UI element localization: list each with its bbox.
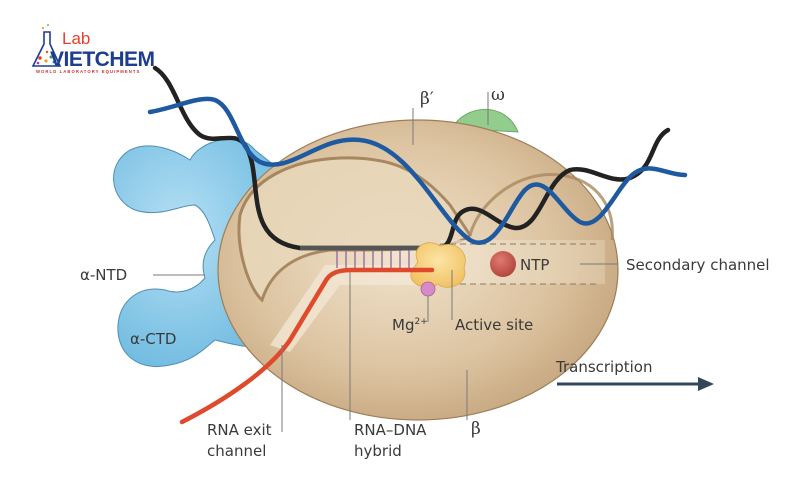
mg-ion — [420, 281, 436, 297]
label-rna-exit-line1: RNA exit — [207, 421, 272, 439]
flask-icon — [31, 24, 62, 67]
label-hybrid-line1: RNA–DNA — [354, 421, 427, 439]
label-hybrid-line2: hybrid — [354, 442, 402, 460]
label-mg: Mg2+ — [392, 316, 428, 334]
label-ntp: NTP — [520, 256, 549, 274]
logo-tagline: WORLD LABORATORY EQUIPMENTS — [36, 69, 140, 74]
nontemplate-dna-strand — [152, 65, 671, 251]
label-secondary-channel: Secondary channel — [626, 256, 770, 274]
rna-strand — [179, 267, 435, 425]
label-alpha-ntd: α-NTD — [80, 266, 127, 284]
label-alpha-ctd: α-CTD — [130, 330, 177, 348]
active-site — [410, 242, 466, 288]
label-active-site: Active site — [455, 316, 533, 334]
label-beta-prime: β′ — [420, 89, 434, 109]
secondary-channel — [440, 240, 605, 285]
logo-prefix: Lab — [62, 29, 90, 48]
transcription-arrow-icon — [557, 377, 714, 391]
rna-exit-channel — [270, 265, 440, 352]
logo-name: VIETCHEM — [50, 48, 155, 71]
logo[interactable]: Lab VIETCHEM WORLD LABORATORY EQUIPMENTS — [31, 24, 155, 74]
label-transcription: Transcription — [555, 358, 652, 376]
ntp-molecule — [490, 251, 516, 277]
template-dna-strand — [147, 96, 688, 245]
label-beta: β — [471, 419, 481, 439]
label-rna-exit-line2: channel — [207, 442, 266, 460]
label-omega: ω — [491, 85, 505, 105]
